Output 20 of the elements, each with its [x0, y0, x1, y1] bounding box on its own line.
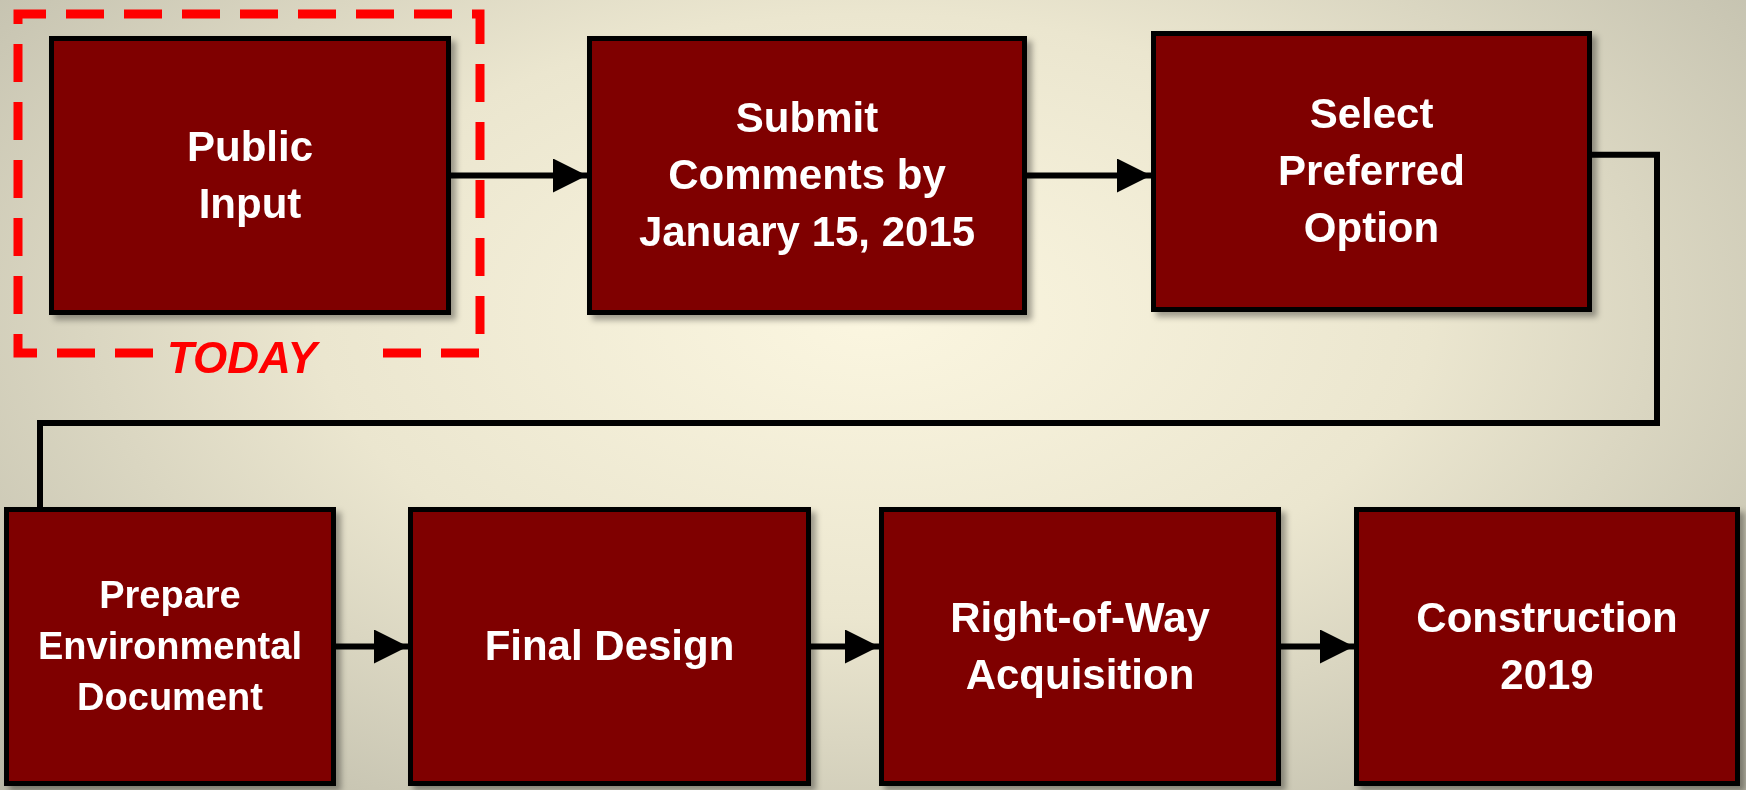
box-label: Public Input	[186, 121, 314, 229]
box-label: Final Design	[484, 621, 735, 672]
process-box	[587, 36, 1027, 315]
arrow	[811, 629, 879, 664]
arrow	[451, 158, 587, 193]
box-label: Prepare Environmental Document	[37, 572, 303, 721]
box-label: Submit Comments by January 15, 2015	[637, 93, 977, 257]
process-box	[1151, 31, 1592, 312]
process-box	[4, 507, 336, 786]
process-box	[879, 507, 1281, 786]
process-box	[49, 36, 451, 315]
process-box	[408, 507, 811, 786]
arrow	[336, 629, 408, 664]
connector-line	[37, 151, 1660, 507]
box-label: Select Preferred Option	[1277, 89, 1466, 253]
box-label: Construction 2019	[1415, 592, 1679, 700]
arrow	[1281, 629, 1354, 664]
arrow	[1027, 158, 1151, 193]
box-label: Right-of-Way Acquisition	[949, 592, 1211, 700]
process-box	[1354, 507, 1740, 786]
